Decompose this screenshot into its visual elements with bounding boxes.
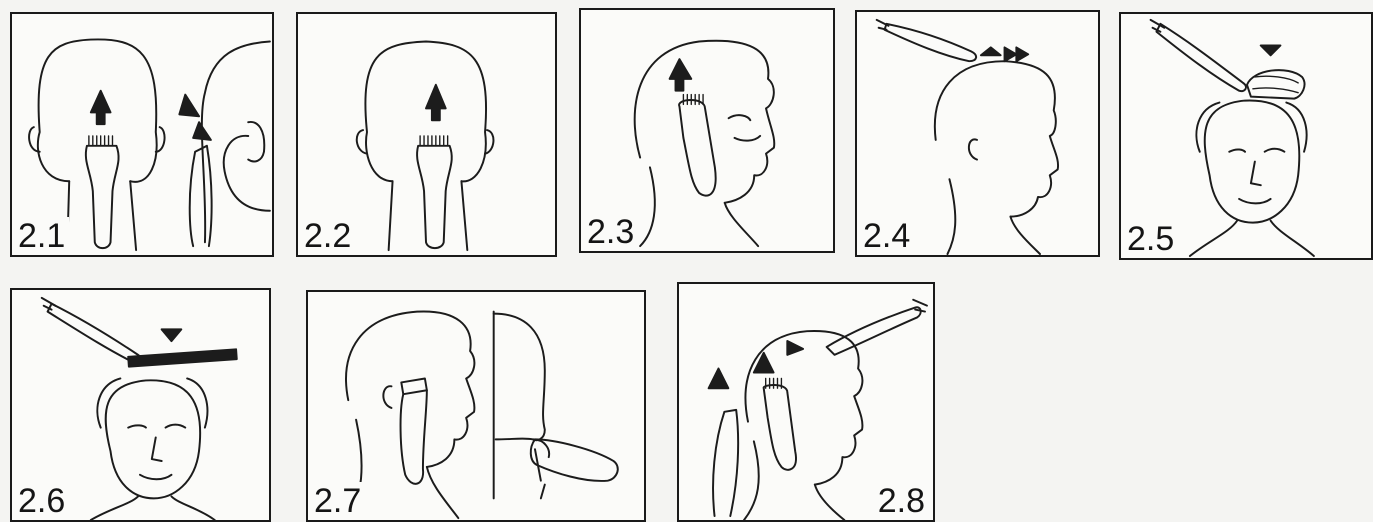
- figure-2-3: 2.3: [579, 8, 835, 253]
- figure-2-2: 2.2: [296, 12, 557, 257]
- figure-2-5: 2.5: [1119, 12, 1373, 260]
- figure-label: 2.6: [14, 482, 69, 520]
- figure-label: 2.4: [859, 217, 914, 255]
- figure-2-7: 2.7: [306, 290, 646, 522]
- figure-label: 2.5: [1123, 220, 1178, 258]
- figure-2-4: 2.4: [855, 10, 1100, 257]
- figure-2-8: 2.8: [677, 282, 935, 522]
- figure-label: 2.8: [874, 482, 929, 520]
- figure-label: 2.1: [14, 217, 69, 255]
- figure-label: 2.2: [300, 217, 355, 255]
- figure-label: 2.3: [583, 213, 638, 251]
- figure-2-1: 2.1: [10, 12, 274, 257]
- figure-2-6: 2.6: [10, 288, 271, 522]
- figure-label: 2.7: [310, 482, 365, 520]
